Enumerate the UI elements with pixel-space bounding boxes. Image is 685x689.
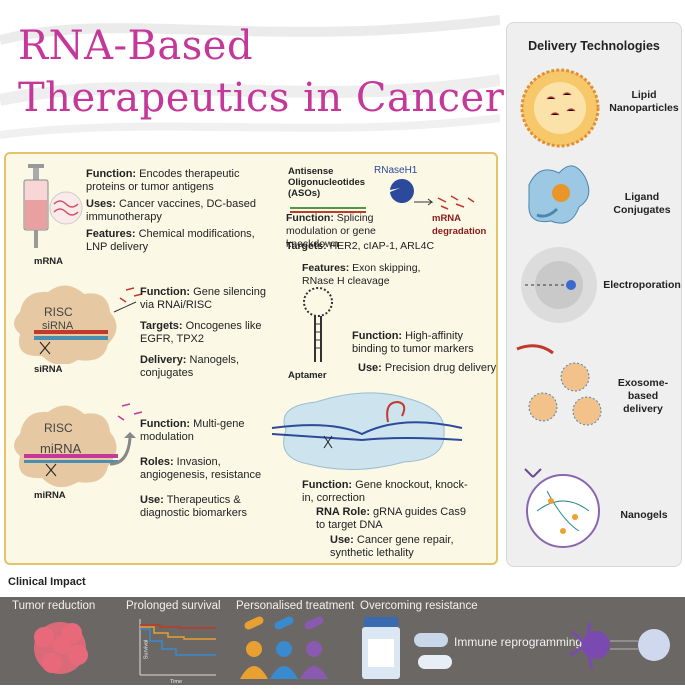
mrna-degradation-label: mRNA degradation bbox=[432, 213, 487, 237]
aso-icon bbox=[290, 179, 475, 213]
survival-x-label: Time bbox=[170, 679, 183, 685]
immune-reprogramming-label: Immune reprogramming bbox=[454, 635, 583, 649]
mirna-inner-label: miRNA bbox=[40, 441, 82, 456]
clinical-prolonged-survival-label: Prolonged survival bbox=[126, 600, 221, 612]
nanogel-icon bbox=[524, 468, 600, 548]
rnaseh1-label: RNaseH1 bbox=[374, 165, 418, 176]
delivery-technologies-panel: Delivery Technologies Lipid Nanoparticle… bbox=[506, 22, 682, 567]
mrna-features: Features: Chemical modifications, LNP de… bbox=[86, 228, 255, 253]
sirna-function: Function: Gene silencing via RNAi/RISC bbox=[140, 286, 266, 311]
sirna-risc-label: RISC bbox=[44, 305, 73, 319]
pill-bottle-icon bbox=[362, 617, 452, 679]
sirna-label: siRNA bbox=[34, 364, 63, 375]
clinical-personalised-label: Personalised treatment bbox=[236, 600, 355, 612]
clinical-tumor-reduction-label: Tumor reduction bbox=[12, 600, 96, 612]
rna-types-panel: mRNA Function: Encodes therapeutic prote… bbox=[4, 152, 498, 565]
aptamer-function: Function: High-affinity binding to tumor… bbox=[352, 330, 474, 355]
mrna-uses: Uses: Cancer vaccines, DC-based immunoth… bbox=[86, 198, 256, 223]
background-curves bbox=[0, 15, 500, 139]
delivery-nanogel-label: Nanogels bbox=[620, 509, 668, 521]
mirna-use: Use: Therapeutics & diagnostic biomarker… bbox=[140, 494, 247, 519]
clinical-impact-band: Survival Time Immune reprogramming bbox=[0, 597, 685, 685]
aptamer-label: Aptamer bbox=[288, 370, 327, 381]
aptamer-icon bbox=[303, 287, 333, 362]
mirna-label: miRNA bbox=[34, 490, 66, 501]
delivery-ligand-label: Ligand Conjugates bbox=[613, 191, 671, 216]
page-title: RNA-Based Therapeutics in Cancer bbox=[18, 20, 504, 124]
exosome-icon bbox=[516, 344, 602, 426]
title-line-1: RNA-Based bbox=[18, 23, 254, 69]
delivery-exosome-label: Exosome-based delivery bbox=[617, 377, 669, 415]
clinical-impact-title: Clinical Impact bbox=[8, 576, 86, 588]
aso-targets: Targets: HER2, cIAP-1, ARL4C bbox=[286, 240, 435, 252]
ligand-conjugate-icon bbox=[528, 165, 590, 224]
sirna-inner-label: siRNA bbox=[42, 320, 74, 332]
crispr-cas9-icon bbox=[271, 392, 463, 470]
sirna-targets: Targets: Oncogenes like EGFR, TPX2 bbox=[140, 320, 262, 345]
syringe-icon bbox=[23, 164, 83, 248]
aso-function: Function: Splicing modulation or gene kn… bbox=[286, 212, 376, 250]
lipid-nanoparticle-icon bbox=[520, 68, 600, 148]
crispr-rna-role: RNA Role: gRNA guides Cas9 to target DNA bbox=[316, 506, 466, 531]
sirna-risc-icon bbox=[14, 285, 143, 364]
mirna-risc-icon bbox=[14, 403, 143, 488]
delivery-title: Delivery Technologies bbox=[528, 39, 660, 53]
survival-curve-icon bbox=[139, 619, 216, 676]
mirna-risc-label: RISC bbox=[44, 421, 73, 435]
aso-features: Features: Exon skipping, RNase H cleavag… bbox=[302, 262, 421, 287]
delivery-electroporation-label: Electroporation bbox=[603, 279, 681, 291]
clinical-resistance-label: Overcoming resistance bbox=[360, 600, 478, 612]
crispr-function: Function: Gene knockout, knock-in, corre… bbox=[302, 479, 468, 504]
aso-label: Antisense Oligonucleotides (ASOs) bbox=[288, 166, 366, 199]
electroporation-icon bbox=[521, 247, 597, 323]
title-line-2: Therapeutics in Cancer bbox=[18, 75, 505, 121]
aptamer-use: Use: Precision drug delivery bbox=[358, 362, 497, 374]
mrna-label: mRNA bbox=[34, 256, 64, 267]
sirna-delivery: Delivery: Nanogels, conjugates bbox=[140, 354, 240, 379]
crispr-use: Use: Cancer gene repair, synthetic letha… bbox=[330, 534, 454, 559]
mirna-roles: Roles: Invasion, angiogenesis, resistanc… bbox=[140, 456, 262, 481]
mrna-function: Function: Encodes therapeutic proteins o… bbox=[86, 168, 240, 193]
immune-cell-icon bbox=[569, 622, 670, 670]
delivery-lipid-label: Lipid Nanoparticles bbox=[609, 89, 679, 114]
personalised-patients-icon bbox=[240, 616, 328, 679]
mirna-function: Function: Multi-gene modulation bbox=[140, 418, 245, 443]
tumor-cluster-icon bbox=[34, 622, 88, 674]
survival-y-label: Survival bbox=[143, 639, 150, 660]
